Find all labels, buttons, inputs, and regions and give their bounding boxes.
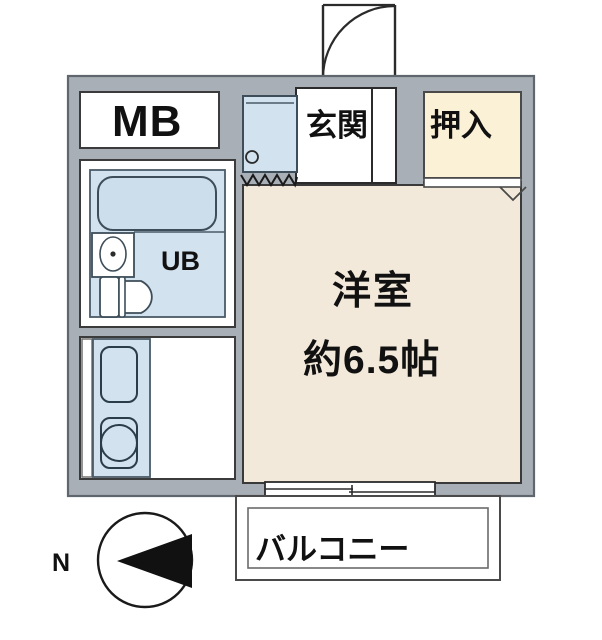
unit-bath-area	[79, 159, 236, 328]
zigzag-divider-icon	[240, 173, 298, 188]
meter-box-area	[79, 91, 220, 149]
entrance-floor	[295, 87, 397, 184]
washer-space-area	[240, 95, 298, 188]
compass-icon	[96, 511, 194, 609]
bathtub-icon	[97, 176, 217, 231]
entrance-door-icon	[321, 3, 397, 79]
main-room-floor	[242, 181, 522, 484]
drain-icon	[245, 150, 259, 164]
toilet-icon	[99, 276, 153, 318]
closet-area	[423, 91, 527, 202]
balcony-area	[235, 495, 501, 581]
balcony-window-icon	[264, 481, 436, 497]
kitchen-area	[79, 336, 236, 480]
kitchen-sink-icon	[100, 346, 138, 403]
